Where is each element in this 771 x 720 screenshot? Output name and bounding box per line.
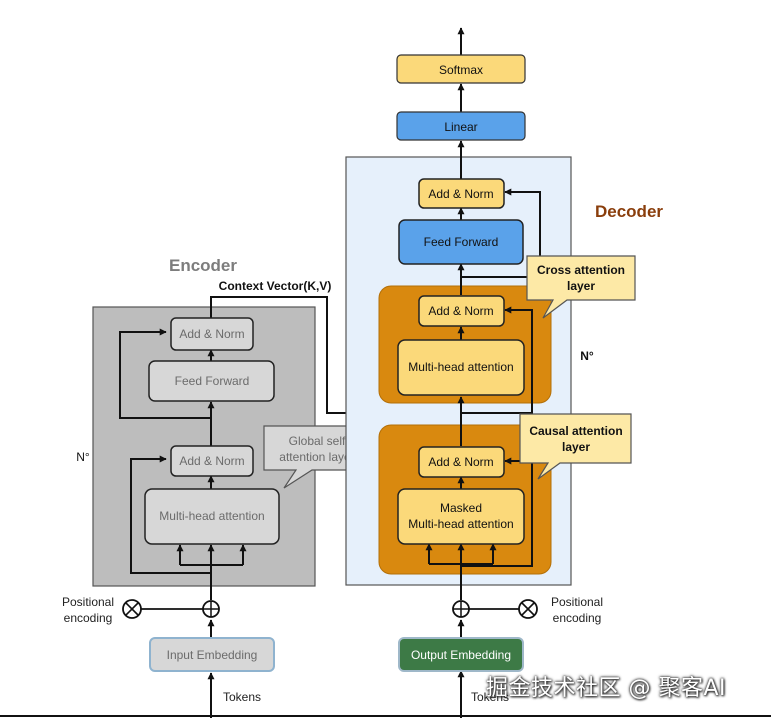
decoder-feed-forward-label: Feed Forward bbox=[424, 235, 499, 249]
encoder: Encoder Context Vector(K,V) N° Add & Nor… bbox=[62, 256, 494, 718]
cross-attention-line1: Cross attention bbox=[537, 263, 625, 277]
decoder-residual-cross bbox=[461, 306, 533, 414]
encoder-multi-head-attention bbox=[144, 488, 280, 545]
softmax-box bbox=[396, 54, 526, 84]
input-embedding bbox=[149, 637, 275, 672]
output-embedding-label: Output Embedding bbox=[411, 648, 511, 662]
linear-label: Linear bbox=[444, 120, 477, 134]
encoder-add-norm-bottom-label: Add & Norm bbox=[179, 454, 244, 468]
encoder-n-label: N° bbox=[76, 450, 90, 464]
decoder-masked-line2: Multi-head attention bbox=[408, 517, 513, 531]
encoder-pos-x2 bbox=[125, 602, 139, 616]
decoder-masked-line1: Masked bbox=[440, 501, 482, 515]
decoder-tokens-label: Tokens bbox=[471, 690, 509, 704]
decoder-residual-top bbox=[461, 188, 541, 278]
decoder-add-norm-masked-label: Add & Norm bbox=[428, 455, 493, 469]
causal-attention-line2: layer bbox=[562, 440, 590, 454]
cross-attention-line2: layer bbox=[567, 279, 595, 293]
watermark: 掘金技术社区 @ 聚客AI bbox=[486, 676, 727, 701]
context-vector-label: Context Vector(K,V) bbox=[219, 279, 332, 293]
decoder-multi-head-attention bbox=[397, 339, 525, 396]
encoder-positional-line1: Positional bbox=[62, 595, 114, 609]
linear-box bbox=[396, 111, 526, 141]
decoder-title: Decoder bbox=[595, 202, 663, 221]
encoder-add-norm-bottom bbox=[170, 445, 254, 477]
decoder-add-norm-masked bbox=[418, 446, 505, 478]
decoder-add-norm-cross-label: Add & Norm bbox=[428, 304, 493, 318]
decoder: Decoder N° Softmax Linear Add & Nor bbox=[345, 27, 663, 718]
causal-attention-line1: Causal attention bbox=[529, 424, 622, 438]
softmax-label: Softmax bbox=[439, 63, 483, 77]
decoder-positional-line1: Positional bbox=[551, 595, 603, 609]
encoder-add-norm-top-label: Add & Norm bbox=[179, 327, 244, 341]
cross-attention-callout bbox=[526, 255, 636, 319]
decoder-add-norm-top bbox=[418, 178, 505, 209]
encoder-positional-line2: encoding bbox=[64, 611, 113, 625]
encoder-feed-forward-label: Feed Forward bbox=[175, 374, 250, 388]
decoder-residual-causal bbox=[461, 457, 533, 567]
encoder-residual-top bbox=[119, 328, 211, 419]
decoder-n-label: N° bbox=[580, 349, 594, 363]
decoder-add-norm-cross bbox=[418, 295, 505, 327]
encoder-callout-line1: Global self bbox=[289, 434, 346, 448]
encoder-multi-head-attention-label: Multi-head attention bbox=[159, 509, 264, 523]
decoder-add-norm-top-label: Add & Norm bbox=[428, 187, 493, 201]
decoder-pos-x2 bbox=[521, 602, 535, 616]
decoder-masked-multi-head-attention bbox=[397, 488, 525, 545]
decoder-positional-line2: encoding bbox=[553, 611, 602, 625]
encoder-callout-line2: attention layer bbox=[279, 450, 354, 464]
causal-attention-callout bbox=[519, 413, 632, 480]
encoder-tokens-label: Tokens bbox=[223, 690, 261, 704]
decoder-feed-forward bbox=[398, 219, 524, 265]
decoder-multi-head-attention-label: Multi-head attention bbox=[408, 360, 513, 374]
output-embedding bbox=[398, 637, 524, 672]
encoder-add-norm-top bbox=[170, 317, 254, 351]
encoder-title: Encoder bbox=[169, 256, 237, 275]
encoder-feed-forward bbox=[148, 360, 275, 402]
input-embedding-label: Input Embedding bbox=[167, 648, 258, 662]
encoder-residual-bottom bbox=[130, 455, 211, 574]
